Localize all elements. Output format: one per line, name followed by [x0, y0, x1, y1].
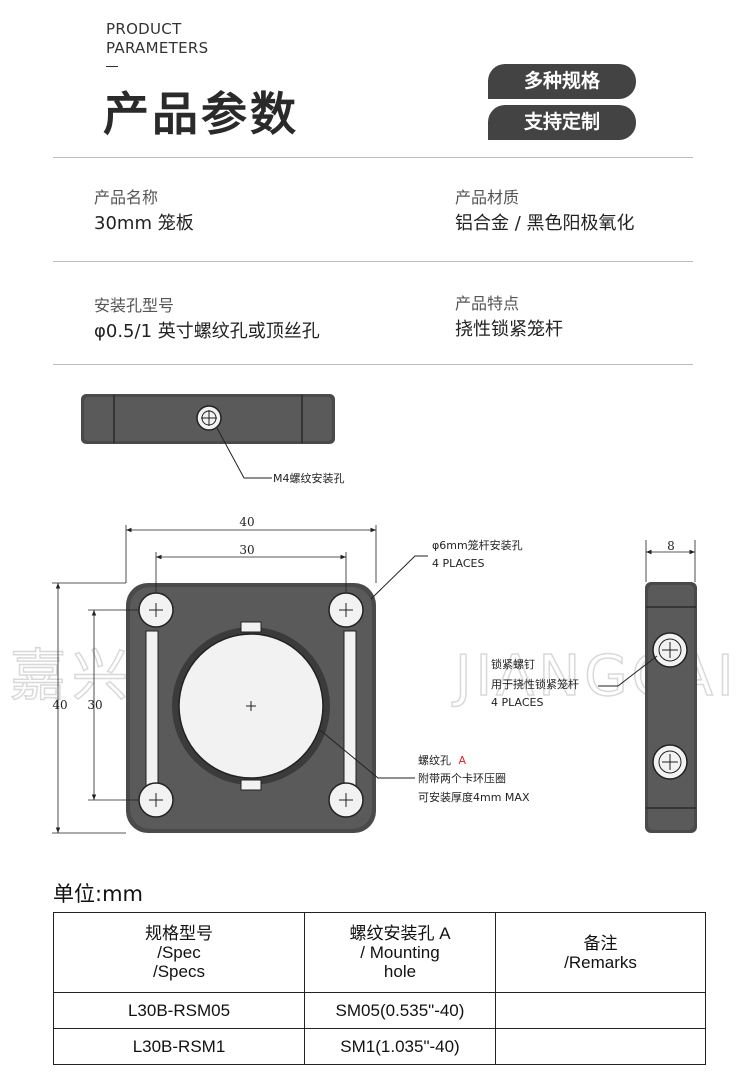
header-cell-remarks: 备注 /Remarks	[495, 912, 706, 993]
divider	[53, 157, 693, 158]
english-heading-line1: PRODUCT	[106, 20, 182, 38]
callout-thread-letter-a: A	[459, 754, 467, 767]
header-text: /Spec	[157, 943, 201, 962]
param-value-feature: 挠性锁紧笼杆	[455, 319, 563, 340]
callout-thread-hole: 螺纹孔 A	[418, 753, 467, 767]
dim-40-top: 40	[239, 515, 254, 529]
param-value-hole: φ0.5/1 英寸螺纹孔或顶丝孔	[94, 321, 320, 342]
technical-drawing: 嘉兴匠才精密 JIANGCAI M4螺纹安装孔	[9, 394, 734, 834]
header-text: /Specs	[153, 962, 205, 981]
plate-top-view	[81, 394, 335, 444]
cell-mounting: SM1(1.035"-40)	[304, 1028, 496, 1065]
param-label-material: 产品材质	[455, 188, 520, 207]
spec-table: 规格型号 /Spec /Specs 螺纹安装孔 A / Mounting hol…	[53, 912, 706, 1065]
english-heading: PRODUCT PARAMETERS	[106, 20, 208, 58]
callout-max-thickness: 可安装厚度4mm MAX	[418, 790, 530, 804]
dim-30-left: 30	[87, 698, 102, 712]
heading-dash	[106, 66, 118, 67]
header-text: 规格型号	[145, 924, 213, 943]
cell-remarks	[495, 992, 706, 1029]
cell-spec: L30B-RSM05	[53, 992, 305, 1029]
english-heading-line2: PARAMETERS	[106, 39, 209, 57]
callout-retaining-rings: 附带两个卡环压圈	[418, 771, 506, 785]
tag-multiple-specs: 多种规格	[488, 64, 636, 99]
dim-40-left: 40	[52, 698, 67, 712]
cell-remarks	[495, 1028, 706, 1065]
param-value-material: 铝合金 / 黑色阳极氧化	[455, 213, 635, 234]
page-title: 产品参数	[103, 87, 299, 141]
divider	[53, 364, 693, 365]
plate-front-view	[126, 583, 376, 833]
cell-spec: L30B-RSM1	[53, 1028, 305, 1065]
param-label-hole: 安装孔型号	[94, 296, 175, 315]
param-label-name: 产品名称	[94, 188, 159, 207]
divider	[53, 261, 693, 262]
header-text: hole	[383, 962, 417, 981]
unit-label: 单位:mm	[53, 882, 143, 906]
callout-cage-hole: φ6mm笼杆安装孔	[432, 538, 523, 552]
callout-lock-screw: 锁紧螺钉	[491, 657, 535, 671]
table-row: L30B-RSM05 SM05(0.535"-40)	[53, 992, 706, 1029]
param-label-feature: 产品特点	[455, 294, 520, 313]
callout-lock-places: 4 PLACES	[491, 696, 543, 709]
header-cell-mounting: 螺纹安装孔 A / Mounting hole	[304, 912, 496, 993]
table-row: L30B-RSM1 SM1(1.035"-40)	[53, 1028, 706, 1065]
callout-thread-hole-label: 螺纹孔	[418, 753, 451, 767]
cell-mounting: SM05(0.535"-40)	[304, 992, 496, 1029]
header-text: 备注	[583, 933, 618, 953]
tag-customizable: 支持定制	[488, 105, 636, 140]
table-header-row: 规格型号 /Spec /Specs 螺纹安装孔 A / Mounting hol…	[53, 912, 706, 993]
header-text: /Remarks	[564, 952, 637, 972]
header-text: 螺纹安装孔 A	[349, 924, 451, 943]
callout-lock-purpose: 用于挠性锁紧笼杆	[491, 677, 579, 691]
callout-m4-hole: M4螺纹安装孔	[273, 471, 345, 485]
dim-8: 8	[667, 539, 675, 553]
dim-30-top: 30	[239, 543, 254, 557]
param-value-name: 30mm 笼板	[94, 213, 194, 234]
header-text: / Mounting	[360, 943, 440, 962]
callout-cage-places: 4 PLACES	[432, 557, 484, 570]
plate-side-view	[645, 582, 697, 833]
header-cell-spec: 规格型号 /Spec /Specs	[53, 912, 305, 993]
